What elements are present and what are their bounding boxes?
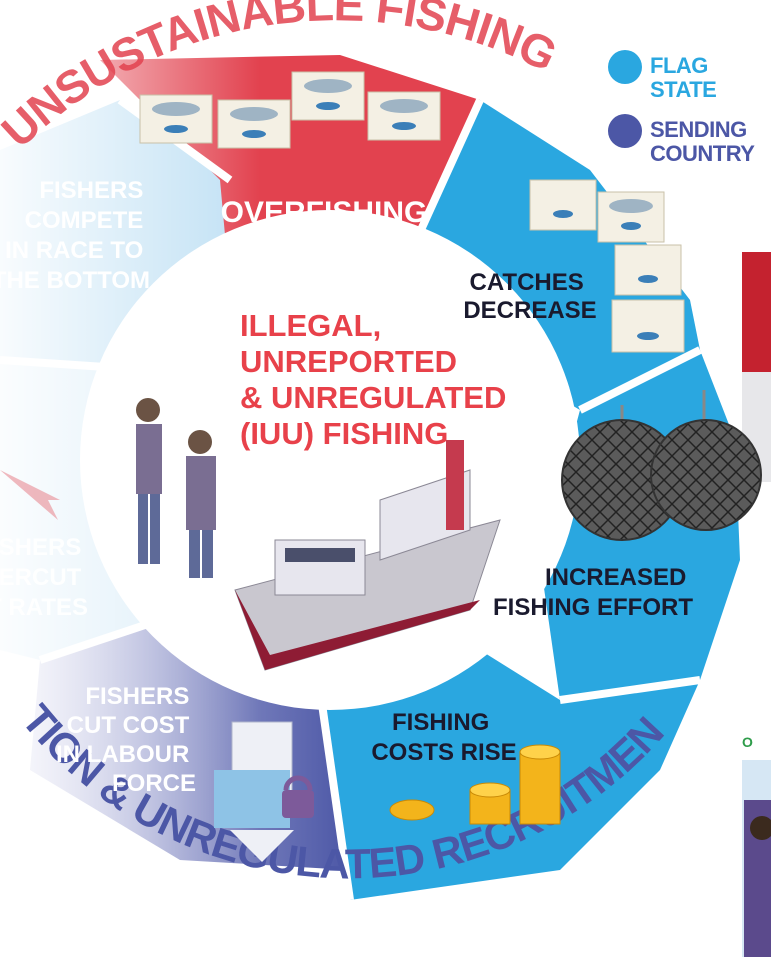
label-labour: FISHERS CUT COST IN LABOUR FORCE (56, 683, 196, 797)
fish-crate-icon (139, 71, 441, 149)
fish-crate-icon (529, 179, 685, 353)
legend-label-flag-state: FLAG STATE (650, 53, 717, 102)
fishing-net-icon (561, 390, 762, 541)
label-catches: CATCHES DECREASE (463, 269, 596, 324)
flag-state-dot-icon (608, 50, 642, 84)
side-partial-label: O (742, 734, 753, 750)
label-effort: INCREASED FISHING EFFORT (493, 564, 693, 621)
label-costs: FISHING COSTS RISE (371, 709, 516, 766)
sending-country-dot-icon (608, 114, 642, 148)
legend-item-flag-state: FLAG STATE (608, 50, 771, 102)
label-undercut: FISHERS NDERCUT ET RATES (0, 534, 88, 621)
contract-lock-icon (214, 721, 314, 862)
side-photo-strip (742, 252, 771, 957)
gold-coins-icon (389, 744, 561, 825)
fisherman-icon (136, 398, 216, 578)
segment-costs (320, 650, 700, 900)
decline-arrow-icon (0, 470, 60, 520)
center-title: ILLEGAL, UNREPORTED & UNREGULATED (IUU) … (240, 308, 515, 451)
label-compete: FISHERS COMPETE IN RACE TO THE BOTTOM (0, 177, 150, 294)
label-overfishing: OVERFISHING (221, 196, 428, 229)
fishing-vessel-icon (234, 440, 501, 671)
